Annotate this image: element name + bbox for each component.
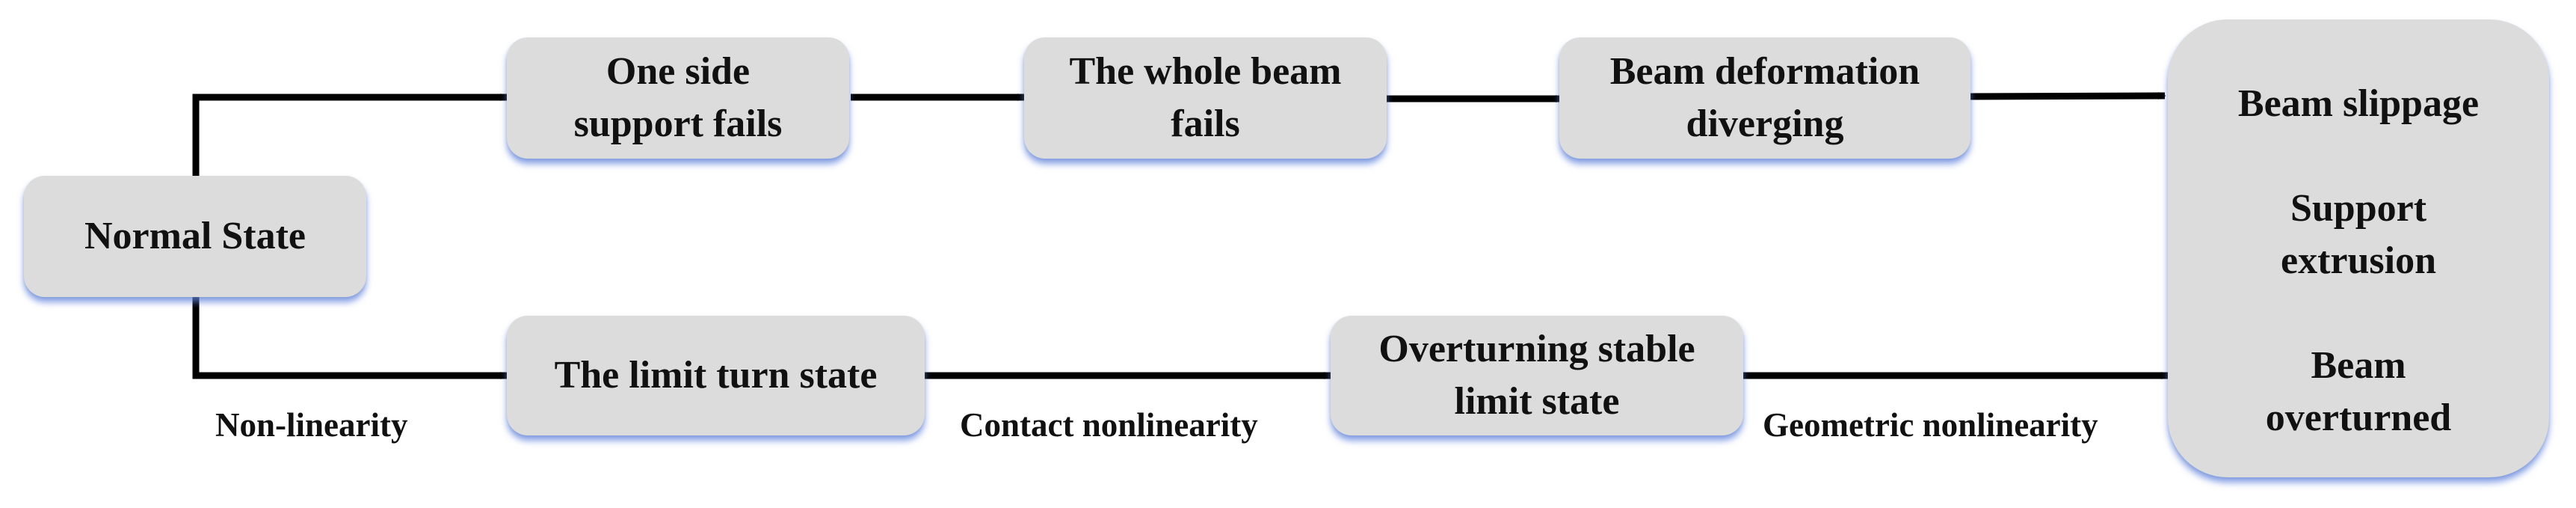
overturning-stable-limit-state-label-line-2: limit state (1454, 380, 1620, 423)
beam-deformation-diverging-label-line-2: diverging (1686, 102, 1844, 145)
limit-turn-state-label: The limit turn state (554, 354, 878, 397)
outcome-support-extrusion-line-1: Support (2290, 187, 2427, 230)
overturning-stable-limit-state-box: Overturning stable limit state (1331, 316, 1743, 435)
edge-label-contact-nonlinearity: Contact nonlinearity (960, 406, 1258, 444)
one-side-support-fails-label-line-2: support fails (573, 102, 783, 145)
limit-turn-state-box: The limit turn state (507, 316, 925, 435)
arrow-deformation-to-outcomes (1970, 92, 2166, 100)
arrow-normal-to-limit-turn (192, 297, 508, 379)
outcome-beam-slippage: Beam slippage (2237, 82, 2480, 125)
edge-label-non-linearity: Non-linearity (215, 406, 408, 444)
arrow-normal-to-one-side (192, 94, 508, 176)
whole-beam-fails-label-line-2: fails (1171, 102, 1240, 145)
whole-beam-fails-label-line-1: The whole beam (1069, 50, 1342, 93)
overturning-stable-limit-state-label-line-1: Overturning stable (1378, 328, 1695, 370)
one-side-support-fails-label-line-1: One side (606, 50, 751, 93)
outcomes-box: Beam slippage Support extrusion Beam ove… (2168, 19, 2549, 477)
one-side-support-fails-box: One side support fails (507, 37, 849, 159)
outcome-support-extrusion-line-2: extrusion (2281, 239, 2436, 282)
normal-state-box: Normal State (24, 176, 366, 297)
edge-label-geometric-nonlinearity: Geometric nonlinearity (1763, 406, 2098, 444)
beam-deformation-diverging-box: Beam deformation diverging (1559, 37, 1970, 159)
beam-deformation-diverging-label-line-1: Beam deformation (1609, 50, 1920, 93)
outcome-beam-overturned-line-1: Beam (2311, 344, 2406, 387)
whole-beam-fails-box: The whole beam fails (1024, 37, 1387, 159)
normal-state-label: Normal State (84, 215, 306, 257)
outcome-beam-overturned-line-2: overturned (2265, 397, 2452, 439)
